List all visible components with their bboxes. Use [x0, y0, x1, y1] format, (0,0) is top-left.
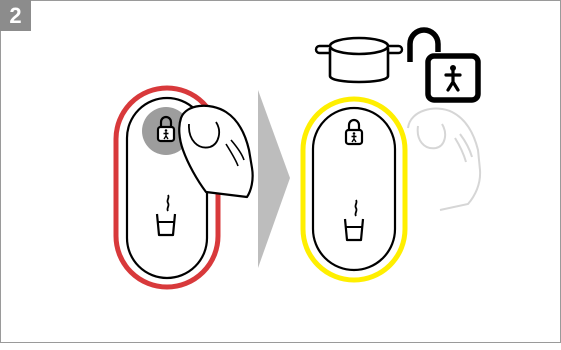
after-panel — [303, 99, 480, 280]
arrow-right-icon — [258, 90, 290, 268]
faded-hand-icon — [408, 109, 480, 210]
before-panel — [116, 88, 253, 287]
pot-icon — [316, 38, 402, 82]
unlocked-padlock-icon — [410, 30, 478, 100]
